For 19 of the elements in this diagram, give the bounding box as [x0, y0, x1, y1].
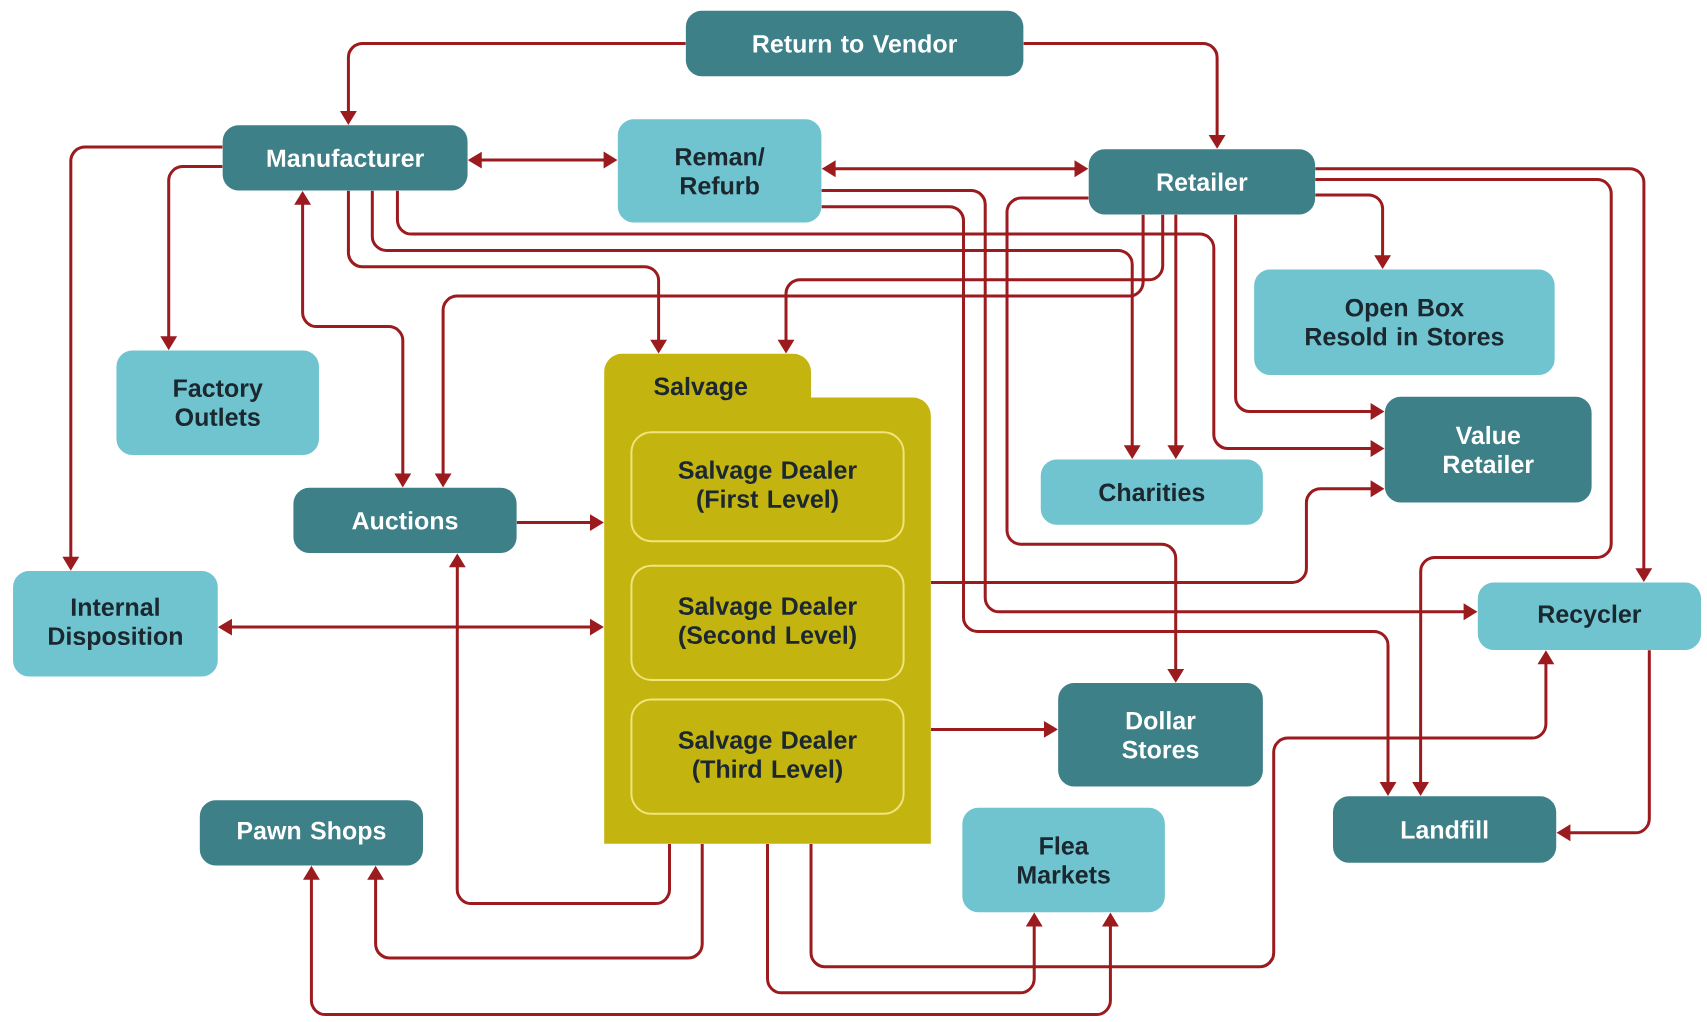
process-box: Retailer	[1088, 149, 1316, 215]
dealer-box: Salvage Dealer (Third Level)	[630, 698, 905, 815]
dealer-box: Salvage Dealer (Second Level)	[630, 564, 905, 681]
process-box: Internal Disposition	[13, 571, 218, 677]
process-box: Value Retailer	[1384, 396, 1592, 503]
process-box: Factory Outlets	[116, 350, 319, 456]
process-box: Open Box Resold in Stores	[1254, 269, 1555, 375]
process-box: Landfill	[1333, 796, 1557, 863]
process-box: Flea Markets	[962, 807, 1165, 913]
process-box: Dollar Stores	[1058, 683, 1263, 787]
process-box: Recycler	[1477, 582, 1701, 650]
process-box: Pawn Shops	[199, 800, 423, 866]
process-box: Manufacturer	[222, 125, 468, 191]
process-box: Charities	[1040, 459, 1263, 525]
arrow	[367, 843, 704, 960]
process-box: Reman/ Refurb	[617, 119, 822, 223]
dealer-box: Salvage Dealer (First Level)	[630, 431, 905, 543]
process-box: Return to Vendor	[685, 10, 1024, 77]
process-box: Auctions	[293, 487, 517, 554]
